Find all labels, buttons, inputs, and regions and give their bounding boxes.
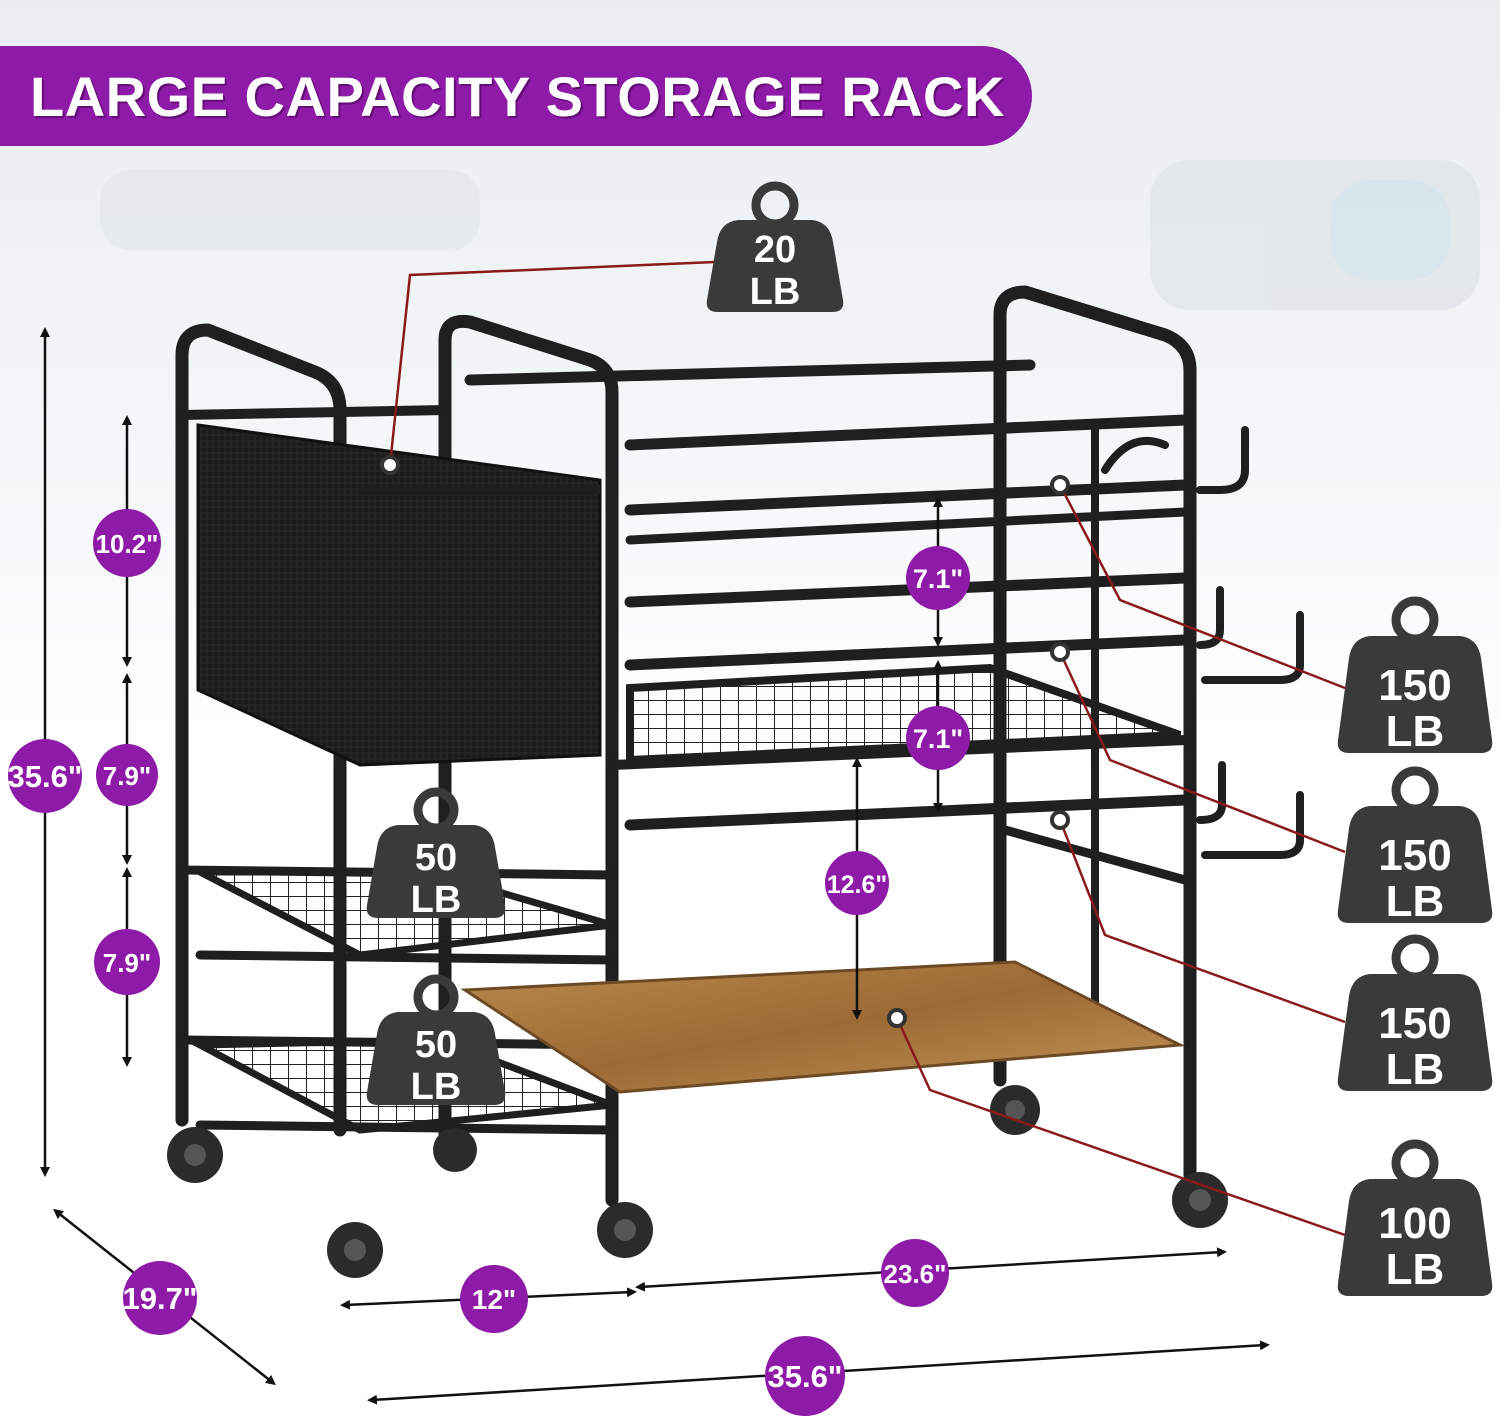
dim-bottom-clearance: 12.6" — [827, 871, 888, 899]
weight-shelf-bottom-left-unit: LB — [411, 1066, 462, 1108]
weight-icon-rack-2: 150 LB — [1337, 766, 1493, 926]
dim-rack-gap-lower: 7.1" — [913, 724, 963, 754]
weight-icon-basket: 20 LB — [706, 181, 844, 313]
background-decor — [100, 160, 1480, 310]
dim-total-height: 35.6" — [7, 759, 82, 794]
rack-frame — [175, 285, 1304, 1207]
casters — [167, 1085, 1228, 1278]
dim-left-gap-lower: 7.9" — [103, 948, 151, 978]
dim-left-gap-upper: 7.9" — [103, 761, 151, 791]
weight-wood-shelf-value: 100 — [1378, 1199, 1451, 1248]
weight-icon-rack-3: 150 LB — [1337, 934, 1493, 1094]
weight-basket-unit: LB — [750, 271, 801, 313]
weight-wood-shelf-unit: LB — [1386, 1245, 1445, 1294]
weight-rack-3-value: 150 — [1378, 999, 1451, 1048]
leader-lines — [388, 260, 1346, 1237]
dim-total-width: 35.6" — [767, 1359, 842, 1394]
weight-rack-1-value: 150 — [1378, 661, 1451, 710]
dimension-labels: 35.6" 10.2" 7.9" 7.9" 7.1" 7.1" 12.6" 19… — [7, 529, 963, 1394]
weight-shelf-top-left-value: 50 — [415, 837, 457, 879]
dim-depth: 19.7" — [122, 1281, 197, 1316]
leader-dots — [380, 455, 1070, 1028]
dim-right-section-width: 23.6" — [884, 1259, 947, 1289]
dim-rack-gap-upper: 7.1" — [913, 564, 963, 594]
weight-icon-shelf-bottom-left: 50 LB — [366, 974, 506, 1108]
dim-basket-height: 10.2" — [96, 529, 159, 559]
banner-title: LARGE CAPACITY STORAGE RACK — [30, 64, 1005, 128]
dimension-badges — [8, 509, 970, 1416]
weight-rack-2-unit: LB — [1386, 877, 1445, 926]
dim-left-section-width: 12" — [472, 1284, 516, 1315]
weight-shelf-top-left-unit: LB — [411, 879, 462, 921]
weight-rack-1-unit: LB — [1386, 707, 1445, 756]
fabric-basket — [196, 423, 602, 767]
wood-shelf — [460, 960, 1186, 1094]
mesh-shelf-right — [626, 663, 1182, 765]
title-banner: LARGE CAPACITY STORAGE RACK — [0, 46, 1032, 146]
weight-rack-2-value: 150 — [1378, 831, 1451, 880]
weight-icon-rack-1: 150 LB — [1337, 596, 1493, 756]
weight-rack-3-unit: LB — [1386, 1045, 1445, 1094]
weight-basket-value: 20 — [754, 229, 796, 271]
weight-icon-wood-shelf: 100 LB — [1337, 1139, 1493, 1296]
weight-icon-shelf-top-left: 50 LB — [366, 787, 506, 921]
weight-shelf-bottom-left-value: 50 — [415, 1024, 457, 1066]
